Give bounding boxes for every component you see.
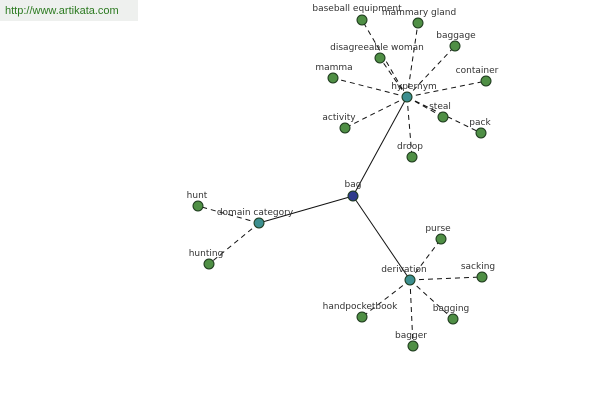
node-hunt-label[interactable]: hunt bbox=[187, 191, 208, 201]
edge-hypernym-activity bbox=[344, 96, 408, 129]
node-container[interactable]: container bbox=[456, 66, 499, 87]
node-hunt[interactable]: hunt bbox=[187, 191, 208, 212]
relation-node-domain-dot[interactable] bbox=[253, 217, 265, 229]
source-url-text[interactable]: http://www.artikata.com bbox=[5, 5, 119, 17]
edge-bag-domain bbox=[258, 195, 354, 224]
relation-node-domain-label[interactable]: domain category bbox=[217, 208, 294, 218]
node-container-dot[interactable] bbox=[480, 75, 492, 87]
edge-hypernym-container bbox=[406, 80, 487, 98]
relation-node-derivation-label[interactable]: derivation bbox=[381, 265, 427, 275]
relation-node-derivation[interactable]: derivation bbox=[381, 265, 427, 286]
node-bagger-dot[interactable] bbox=[407, 340, 419, 352]
node-mamma[interactable]: mamma bbox=[315, 63, 353, 84]
relation-node-derivation-dot[interactable] bbox=[404, 274, 416, 286]
node-pack-label[interactable]: pack bbox=[469, 118, 491, 128]
node-purse-dot[interactable] bbox=[435, 233, 447, 245]
node-handpocketbook[interactable]: handpocketbook bbox=[323, 302, 398, 323]
edge-derivation-bagger bbox=[409, 279, 414, 347]
node-baggage[interactable]: baggage bbox=[436, 31, 476, 52]
node-purse[interactable]: purse bbox=[425, 224, 451, 245]
node-mamma-dot[interactable] bbox=[327, 72, 339, 84]
node-baseball-equipment[interactable]: baseball equipment bbox=[312, 4, 402, 26]
edge-bag-derivation bbox=[352, 195, 411, 281]
node-steal-label[interactable]: steal bbox=[429, 102, 451, 112]
edge-derivation-bagging bbox=[409, 279, 454, 320]
relation-node-hypernym-dot[interactable] bbox=[401, 91, 413, 103]
node-hunting-label[interactable]: hunting bbox=[189, 249, 224, 259]
edge-hypernym-mammary-gland bbox=[406, 22, 419, 98]
edge-hypernym-droop bbox=[406, 96, 413, 158]
node-sacking-dot[interactable] bbox=[476, 271, 488, 283]
edge-hypernym-disagreeable-woman bbox=[379, 57, 408, 98]
node-handpocketbook-dot[interactable] bbox=[356, 311, 368, 323]
node-mammary-gland[interactable]: mammary gland bbox=[382, 8, 456, 29]
node-droop-label[interactable]: droop bbox=[397, 142, 423, 152]
node-baseball-equipment-label[interactable]: baseball equipment bbox=[312, 4, 402, 14]
node-hunting-dot[interactable] bbox=[203, 258, 215, 270]
edge-hypernym-baseball-equipment bbox=[361, 19, 408, 98]
node-hunt-dot[interactable] bbox=[192, 200, 204, 212]
node-mammary-gland-label[interactable]: mammary gland bbox=[382, 8, 456, 18]
edge-hypernym-mamma bbox=[332, 77, 408, 98]
node-activity-label[interactable]: activity bbox=[322, 113, 356, 123]
edge-derivation-sacking bbox=[409, 276, 483, 281]
node-baseball-equipment-dot[interactable] bbox=[356, 14, 368, 26]
node-mammary-gland-dot[interactable] bbox=[412, 17, 424, 29]
node-bagging[interactable]: bagging bbox=[433, 304, 470, 325]
node-pack[interactable]: pack bbox=[469, 118, 491, 139]
node-bagger-label[interactable]: bagger bbox=[395, 331, 427, 341]
node-disagreeable-woman[interactable]: disagreeable woman bbox=[330, 43, 424, 64]
node-sacking[interactable]: sacking bbox=[461, 262, 495, 283]
node-sacking-label[interactable]: sacking bbox=[461, 262, 495, 272]
center-node-bag[interactable]: bag bbox=[345, 180, 362, 202]
node-hunting[interactable]: hunting bbox=[189, 249, 224, 270]
node-bagging-dot[interactable] bbox=[447, 313, 459, 325]
node-purse-label[interactable]: purse bbox=[425, 224, 451, 234]
edge-domain-hunting bbox=[208, 222, 260, 265]
edge-hypernym-steal bbox=[406, 96, 444, 118]
node-pack-dot[interactable] bbox=[475, 127, 487, 139]
edge-hypernym-pack bbox=[406, 96, 482, 134]
node-droop-dot[interactable] bbox=[406, 151, 418, 163]
node-disagreeable-woman-dot[interactable] bbox=[374, 52, 386, 64]
edge-domain-hunt bbox=[197, 205, 260, 224]
node-mamma-label[interactable]: mamma bbox=[315, 63, 352, 73]
node-steal[interactable]: steal bbox=[429, 102, 451, 123]
node-baggage-label[interactable]: baggage bbox=[436, 31, 476, 41]
relation-node-domain[interactable]: domain category bbox=[217, 208, 294, 229]
node-disagreeable-woman-label[interactable]: disagreeable woman bbox=[330, 43, 424, 53]
center-node-bag-dot[interactable] bbox=[347, 190, 359, 202]
center-node-bag-label[interactable]: bag bbox=[345, 180, 362, 190]
node-droop[interactable]: droop bbox=[397, 142, 423, 163]
node-activity[interactable]: activity bbox=[322, 113, 356, 134]
node-baggage-dot[interactable] bbox=[449, 40, 461, 52]
node-steal-dot[interactable] bbox=[437, 111, 449, 123]
node-bagging-label[interactable]: bagging bbox=[433, 304, 470, 314]
edge-derivation-handpocketbook bbox=[361, 279, 411, 318]
relation-node-hypernym[interactable]: hypernym bbox=[391, 82, 437, 103]
relation-node-hypernym-label[interactable]: hypernym bbox=[391, 82, 437, 92]
node-activity-dot[interactable] bbox=[339, 122, 351, 134]
node-handpocketbook-label[interactable]: handpocketbook bbox=[323, 302, 398, 312]
node-container-label[interactable]: container bbox=[456, 66, 499, 76]
edge-bag-hypernym bbox=[352, 96, 408, 197]
graph-edges bbox=[197, 19, 487, 347]
edge-hypernym-baggage bbox=[406, 45, 456, 98]
node-bagger[interactable]: bagger bbox=[395, 331, 427, 352]
source-url-banner[interactable]: http://www.artikata.com bbox=[0, 0, 138, 21]
